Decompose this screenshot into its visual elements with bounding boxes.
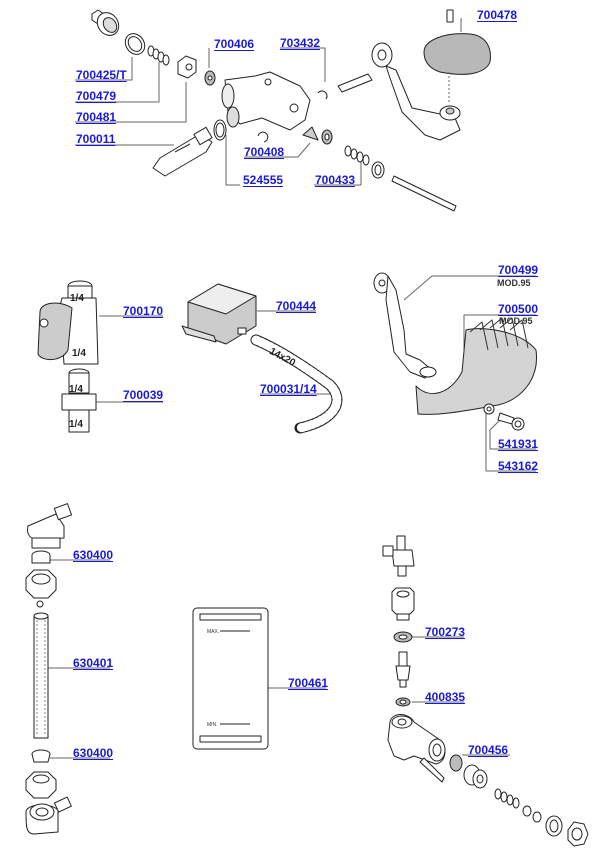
part-label-700461[interactable]: 700461 xyxy=(288,676,329,690)
part-label-700273[interactable]: 700273 xyxy=(425,625,466,639)
part-label-700500[interactable]: 700500 xyxy=(498,302,539,316)
elbow-top xyxy=(27,503,73,549)
washer-700273 xyxy=(393,631,413,643)
level-plate-700461: MAX. MIN. xyxy=(192,607,269,750)
model-note-700499: MOD.95 xyxy=(497,278,531,288)
leader-lines-group4 xyxy=(46,559,110,759)
pin xyxy=(337,73,373,93)
part-label-543162[interactable]: 543162 xyxy=(498,459,539,473)
spiral-hose-700031-14: 14x20 xyxy=(250,334,343,434)
leader-lines-group3 xyxy=(403,275,536,472)
cap-700478 xyxy=(423,9,491,104)
thread-size-top: 1/4 xyxy=(70,293,84,304)
part-label-630400-bottom[interactable]: 630400 xyxy=(73,746,114,760)
grip-700500 xyxy=(415,317,538,415)
leader-lines-group6 xyxy=(412,636,510,756)
spring-cap xyxy=(371,161,385,179)
spring-fitting xyxy=(494,788,520,809)
min-mark-text: MIN. xyxy=(207,722,218,728)
bushing-630400-bottom xyxy=(31,749,51,763)
part-label-700481[interactable]: 700481 xyxy=(76,110,117,124)
nipple-thread-bottom: 1/4 xyxy=(69,419,83,430)
part-label-700406[interactable]: 700406 xyxy=(214,37,255,51)
part-label-700170[interactable]: 700170 xyxy=(123,304,164,318)
valve-body-fitting xyxy=(387,714,446,783)
check-valve-700011 xyxy=(152,126,213,177)
square-nut xyxy=(177,55,197,79)
part-label-700031-14[interactable]: 700031/14 xyxy=(260,382,317,396)
part-label-703432[interactable]: 703432 xyxy=(280,36,321,50)
washer-group1 xyxy=(321,129,333,145)
part-label-700425-T[interactable]: 700425/T xyxy=(76,68,127,82)
part-label-541931[interactable]: 541931 xyxy=(498,437,539,451)
spring-small xyxy=(147,45,170,66)
washer-400835 xyxy=(395,697,411,707)
washer-543162 xyxy=(483,403,495,415)
nipple-thread-top: 1/4 xyxy=(69,384,83,395)
cone-700408 xyxy=(302,126,319,141)
part-label-700479[interactable]: 700479 xyxy=(76,89,117,103)
part-label-630401[interactable]: 630401 xyxy=(73,656,114,670)
push-rod xyxy=(391,175,457,212)
part-label-700444[interactable]: 700444 xyxy=(276,299,317,313)
screw-541931 xyxy=(497,412,525,431)
union-nut xyxy=(463,764,488,789)
connector-top xyxy=(382,535,415,577)
part-label-700433[interactable]: 700433 xyxy=(315,173,356,187)
drip-box-700444 xyxy=(181,283,257,345)
lever-arm xyxy=(371,42,461,141)
thread-size-bottom: 1/4 xyxy=(72,348,86,359)
part-label-700408[interactable]: 700408 xyxy=(244,145,285,159)
sight-glass-630401 xyxy=(33,612,49,739)
leader-lines-group1 xyxy=(75,18,462,186)
leader-lines-group2 xyxy=(89,310,330,403)
o-rings-fitting xyxy=(522,805,542,823)
filter-700456 xyxy=(449,754,463,772)
hex-nut-end xyxy=(567,821,589,847)
valve-stem xyxy=(395,651,411,688)
clip-lower xyxy=(257,131,269,143)
elbow-bottom xyxy=(25,796,72,835)
model-note-700500: MOD.95 xyxy=(499,316,533,326)
gasket-700406 xyxy=(204,70,216,86)
part-label-400835[interactable]: 400835 xyxy=(425,690,466,704)
threaded-ring-nut xyxy=(91,9,120,36)
nipple-700039: 1/4 1/4 xyxy=(61,368,97,433)
part-label-630400-top[interactable]: 630400 xyxy=(73,548,114,562)
hex-nut-bottom xyxy=(25,771,57,799)
lever-700499 xyxy=(373,272,437,379)
clip-703432 xyxy=(317,90,328,100)
part-label-524555[interactable]: 524555 xyxy=(243,173,284,187)
bushing-630400-top xyxy=(31,550,51,564)
ball xyxy=(36,600,44,608)
max-mark-text: MAX. xyxy=(207,629,219,635)
ball-valve-700170: 1/4 1/4 xyxy=(37,280,99,365)
spring-700433 xyxy=(344,145,370,166)
sealing-ring xyxy=(124,33,146,55)
part-label-700456[interactable]: 700456 xyxy=(468,743,509,757)
o-ring-524555 xyxy=(213,119,227,141)
threaded-insert xyxy=(545,815,563,837)
part-label-700478[interactable]: 700478 xyxy=(477,8,518,22)
valve-body xyxy=(221,71,311,131)
hex-nut-fitting xyxy=(391,587,415,621)
part-label-700011[interactable]: 700011 xyxy=(76,132,116,146)
part-label-700039[interactable]: 700039 xyxy=(123,388,164,402)
hex-nut-top xyxy=(25,569,57,599)
part-label-700499[interactable]: 700499 xyxy=(498,263,539,277)
